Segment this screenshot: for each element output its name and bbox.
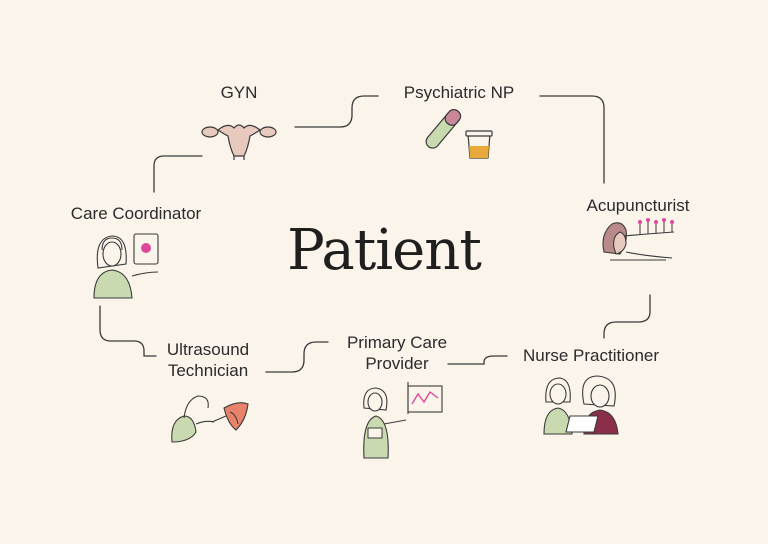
test-tube-icon [425, 108, 462, 149]
nurses-icon [543, 375, 619, 435]
connector-acu-nurse [603, 294, 651, 339]
label-ultrasound-technician: Ultrasound Technician [150, 339, 266, 381]
label-primary-care-line2: Provider [365, 354, 429, 373]
connector-coord-gyn [153, 155, 203, 193]
connector-ultra-coord [99, 305, 157, 357]
label-acupuncturist: Acupuncturist [586, 196, 690, 215]
label-nurse-practitioner: Nurse Practitioner [522, 346, 660, 365]
connector-primary-ultra [265, 341, 329, 373]
label-ultrasound-line2: Technician [167, 361, 249, 380]
ultrasound-icon [171, 395, 249, 443]
connector-gyn-psych [294, 95, 379, 128]
acupuncture-icon [602, 218, 675, 261]
coordinator-icon [93, 233, 159, 299]
label-ultrasound-line1: Ultrasound [166, 340, 250, 359]
cup-icon [465, 130, 493, 159]
doctor-chart-icon [363, 382, 443, 459]
uterus-icon [201, 124, 277, 160]
label-psychiatric-np: Psychiatric NP [403, 83, 515, 102]
connector-nurse-primary [447, 355, 508, 365]
connector-psych-acu [539, 95, 605, 184]
center-title: Patient [287, 218, 482, 283]
label-primary-care-line1: Primary Care [346, 333, 448, 352]
label-care-coordinator: Care Coordinator [70, 204, 202, 223]
label-primary-care-provider: Primary Care Provider [330, 332, 464, 374]
label-gyn: GYN [220, 83, 258, 102]
